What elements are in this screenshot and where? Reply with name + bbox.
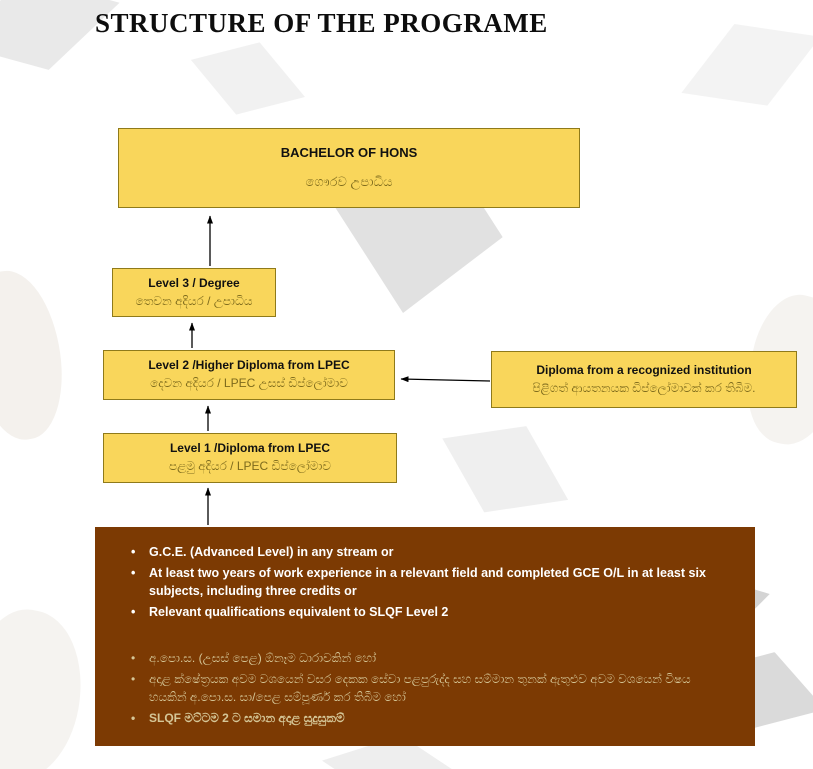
- entry-requirement-sinhala-item: අදාළ ක්ෂේත්‍රයක අවම වශයෙන් වසර දෙකක සේවා…: [125, 670, 731, 706]
- entry-requirement-sinhala-item: SLQF මට්ටම 2 ට සමාන අදාළ සුදුසුකම්: [125, 709, 731, 727]
- level2-box-label-si: දෙවන අදියර / LPEC උසස් ඩිප්ලෝමාව: [150, 376, 348, 391]
- level2-box: Level 2 /Higher Diploma from LPEC දෙවන අ…: [103, 350, 395, 400]
- arrow-diploma-to-level2: [400, 376, 491, 383]
- recognized-diploma-box-label-si: පිළිගත් ආයතනයක ඩිප්ලෝමාවක් කර තිබීම.: [532, 380, 756, 395]
- page-title: STRUCTURE OF THE PROGRAME: [95, 8, 548, 38]
- level2-box-label-en: Level 2 /Higher Diploma from LPEC: [148, 358, 350, 373]
- level1-box-label-en: Level 1 /Diploma from LPEC: [169, 441, 331, 456]
- entry-requirement-english-item: At least two years of work experience in…: [125, 564, 731, 600]
- bachelor-box-label-si: ගෞරව උපාධිය: [305, 173, 393, 189]
- level1-box: Level 1 /Diploma from LPEC පළමු අදියර / …: [103, 433, 397, 483]
- level3-box-label-si: තෙවන අදියර / උපාධිය: [135, 293, 253, 308]
- entry-requirements-sinhala-list: අ.පො.ස. (උසස් පෙළ) ඕනෑම ධාරාවකින් හෝ අදා…: [125, 649, 731, 727]
- level3-box: Level 3 / Degree තෙවන අදියර / උපාධිය: [112, 268, 276, 317]
- entry-requirement-sinhala-item: අ.පො.ස. (උසස් පෙළ) ඕනෑම ධාරාවකින් හෝ: [125, 649, 731, 667]
- recognized-diploma-box-label-en: Diploma from a recognized institution: [536, 362, 752, 377]
- recognized-diploma-box: Diploma from a recognized institution පි…: [491, 351, 797, 408]
- entry-requirements-box: G.C.E. (Advanced Level) in any stream or…: [95, 527, 755, 746]
- level3-box-label-en: Level 3 / Degree: [148, 275, 240, 290]
- bachelor-box: BACHELOR OF HONS ගෞරව උපාධිය: [118, 128, 580, 208]
- entry-requirements-english-list: G.C.E. (Advanced Level) in any stream or…: [125, 543, 731, 622]
- level1-box-label-si: පළමු අදියර / LPEC ඩිප්ලෝමාව: [168, 459, 332, 474]
- entry-requirement-english-item: G.C.E. (Advanced Level) in any stream or: [125, 543, 731, 561]
- entry-requirement-english-item: Relevant qualifications equivalent to SL…: [125, 603, 731, 621]
- bachelor-box-label-en: BACHELOR OF HONS: [280, 145, 418, 161]
